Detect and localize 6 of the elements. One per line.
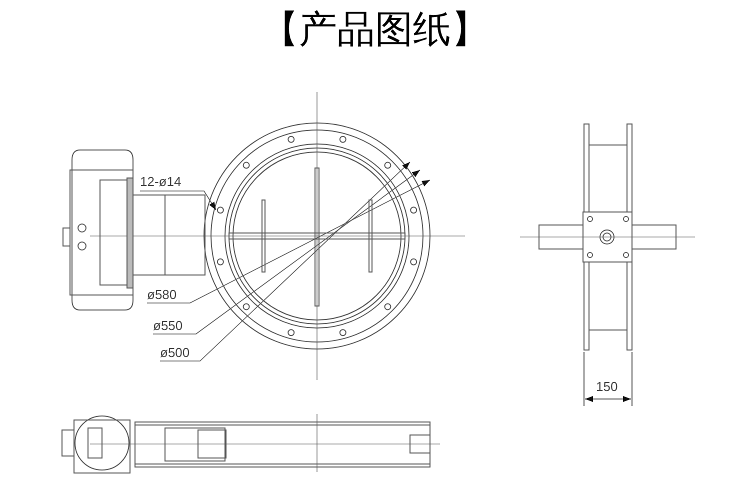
page-title: 【产品图纸】 (261, 6, 489, 53)
dimension-label: 12-ø14 (140, 175, 182, 189)
dimension-label: 150 (596, 380, 618, 394)
dimension-label: ø550 (153, 319, 183, 333)
dimension-label: ø580 (147, 288, 177, 302)
dimension-label: ø500 (160, 346, 190, 360)
